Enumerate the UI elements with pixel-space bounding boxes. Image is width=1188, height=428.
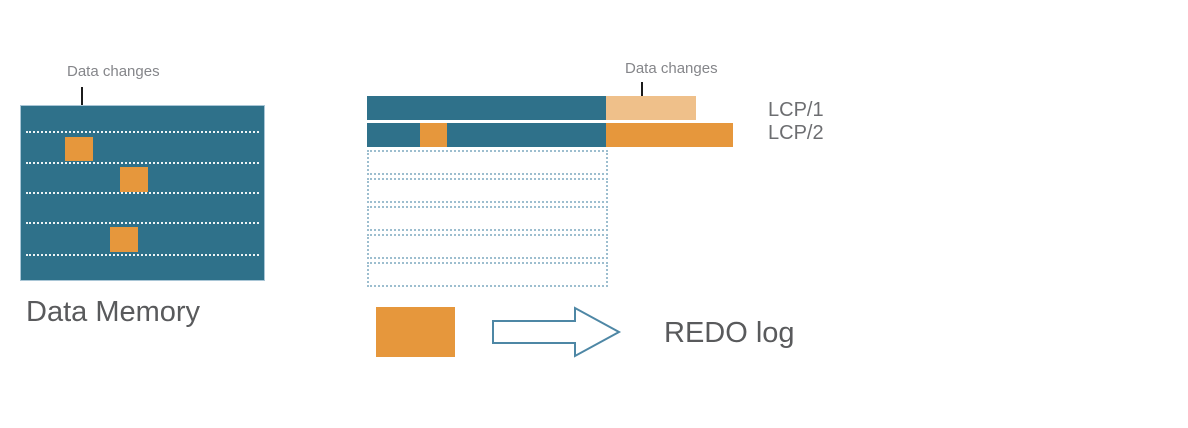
empty-lcp-slot [367, 262, 608, 287]
empty-lcp-slot [367, 206, 608, 231]
lcp1-unchanged-segment [367, 96, 606, 120]
memory-row-divider [26, 131, 259, 133]
memory-row-divider [26, 162, 259, 164]
lcp1-bar [367, 96, 696, 120]
redo-log-marker [376, 307, 455, 357]
memory-row-divider [26, 254, 259, 256]
lcp2-bar [367, 123, 733, 147]
empty-lcp-slot [367, 234, 608, 259]
lcp1-label: LCP/1 [768, 99, 824, 121]
right-arrow-icon [492, 306, 622, 358]
empty-lcp-slot [367, 178, 608, 203]
lcp2-changed-segment [606, 123, 733, 147]
data-changes-label-right: Data changes [625, 60, 718, 77]
data-change-marker [110, 227, 138, 252]
lcp2-unchanged-segment [367, 123, 606, 147]
data-change-marker [420, 123, 447, 147]
lcp1-changed-segment [606, 96, 696, 120]
redo-log-label: REDO log [664, 317, 795, 349]
lcp2-label: LCP/2 [768, 122, 824, 144]
data-change-marker [120, 167, 148, 192]
empty-lcp-slot [367, 150, 608, 175]
data-memory-title: Data Memory [26, 296, 201, 328]
data-changes-label-left: Data changes [67, 63, 160, 80]
memory-row-divider [26, 222, 259, 224]
memory-row-divider [26, 192, 259, 194]
data-change-marker [65, 137, 93, 161]
data-memory-box [20, 105, 265, 281]
